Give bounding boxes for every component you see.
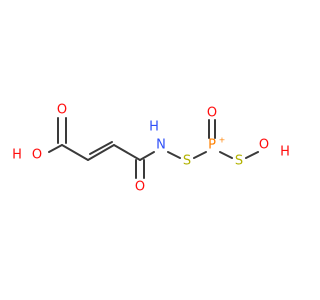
bond-p-s (219, 151, 233, 159)
atom-o-amide: O (135, 180, 145, 195)
bond-alkene-b (89, 141, 113, 155)
atom-o-carbonyl-top: O (57, 103, 67, 118)
atom-h-terminal: H (280, 145, 290, 160)
bond-s-p (193, 151, 207, 159)
bond-c-n (139, 151, 155, 161)
p-charge-sign: + (219, 136, 226, 145)
atom-s-second: S (235, 154, 243, 169)
atom-n-amide: N (156, 138, 166, 153)
bond-n-s (167, 151, 181, 159)
atom-o-hydroxyl-left: O (32, 148, 42, 163)
bond-alkene-a (87, 144, 115, 161)
molecule-structure: O H O O H N S O P S O H + (12, 103, 290, 195)
bond-s-o (245, 151, 259, 159)
atom-o-terminal: O (259, 138, 269, 153)
atom-s-first: S (183, 154, 191, 169)
bond-c-oh (48, 144, 63, 153)
atom-h-amide: H (149, 120, 159, 135)
bond-acid-alkene (61, 144, 89, 161)
atom-o-phosphoryl: O (207, 106, 217, 121)
molecule-canvas: O H O O H N S O P S O H + (12, 103, 290, 195)
atom-h-hydroxyl-left: H (12, 148, 22, 163)
atom-p-center: P (208, 138, 216, 153)
bond-alkene-amide (113, 144, 141, 161)
